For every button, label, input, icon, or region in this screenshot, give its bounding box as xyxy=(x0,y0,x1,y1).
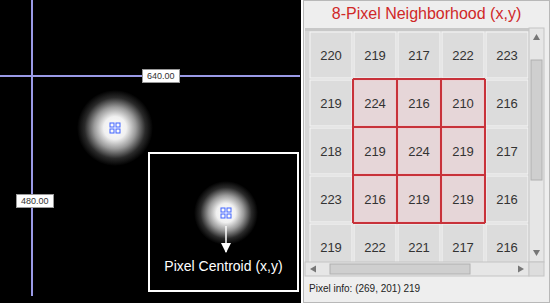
pointer-arrow xyxy=(225,226,227,252)
status-text: Pixel info: (269, 201) 219 xyxy=(309,283,420,295)
scroll-arrow xyxy=(518,266,524,273)
scroll-arrow xyxy=(533,250,540,256)
pixel-cell xyxy=(354,224,396,262)
pixel-cell xyxy=(398,176,440,222)
pixel-cell xyxy=(486,176,528,222)
pixel-value: 224 xyxy=(364,96,386,111)
pixel-cell xyxy=(442,80,484,126)
neighborhood-outline xyxy=(353,174,485,176)
marker-square xyxy=(116,123,120,127)
pixel-value: 216 xyxy=(496,240,518,255)
marker-square xyxy=(227,214,231,218)
pixel-value: 219 xyxy=(452,192,474,207)
pixel-value: 219 xyxy=(364,144,386,159)
pixel-cell xyxy=(310,80,352,126)
pixel-cell xyxy=(354,176,396,222)
marker-square xyxy=(221,214,225,218)
coordinate-box: 640.00 xyxy=(142,69,180,83)
pixel-value: 217 xyxy=(408,48,430,63)
pixel-cell xyxy=(310,224,352,262)
pixel-cell xyxy=(442,224,484,262)
pixel-value: 219 xyxy=(364,48,386,63)
pixel-cell xyxy=(310,176,352,222)
scrollbar-thumb xyxy=(330,264,470,274)
pixel-cell xyxy=(442,128,484,174)
neighborhood-outline xyxy=(440,79,442,223)
neighborhood-outline xyxy=(484,79,486,223)
pixel-cell xyxy=(354,128,396,174)
neighborhood-outline xyxy=(352,79,354,223)
scrollbar xyxy=(529,28,544,262)
scroll-arrow xyxy=(310,266,316,273)
pixel-cell xyxy=(354,32,396,78)
panel-title: 8-Pixel Neighborhood (x,y) xyxy=(303,5,550,23)
pixel-cell xyxy=(310,128,352,174)
marker-square xyxy=(110,123,114,127)
pixel-value: 216 xyxy=(496,96,518,111)
pixel-value: 221 xyxy=(408,240,430,255)
pixel-value: 222 xyxy=(452,48,474,63)
pixel-value: 219 xyxy=(408,192,430,207)
light-spot xyxy=(77,90,153,166)
centroid-marker xyxy=(110,123,120,133)
camera-frame xyxy=(0,0,301,303)
pixel-value: 219 xyxy=(320,240,342,255)
scrollbar xyxy=(305,262,529,276)
crosshair-line xyxy=(31,0,33,296)
inset-ground xyxy=(148,152,299,292)
neighborhood-outline xyxy=(353,126,485,128)
pixel-cell xyxy=(310,32,352,78)
coordinate-box-text: 640.00 xyxy=(147,71,175,81)
marker-square xyxy=(110,129,114,133)
pixel-value: 219 xyxy=(452,144,474,159)
pixel-value: 216 xyxy=(408,96,430,111)
pixel-cell xyxy=(486,128,528,174)
pixel-cell xyxy=(486,80,528,126)
pixel-value: 223 xyxy=(496,48,518,63)
neighborhood-outline xyxy=(353,222,485,224)
pixel-value: 219 xyxy=(320,96,342,111)
pixel-cell xyxy=(398,128,440,174)
coordinate-box-text: 480.00 xyxy=(21,196,49,206)
marker-square xyxy=(116,129,120,133)
neighborhood-outline xyxy=(396,79,398,223)
pixel-cell xyxy=(442,32,484,78)
pixel-value: 216 xyxy=(496,192,518,207)
scrollbar-corner xyxy=(529,262,544,276)
neighborhood-outline xyxy=(353,78,485,80)
pixel-value: 217 xyxy=(496,144,518,159)
centroid-marker xyxy=(221,208,231,218)
scroll-arrow xyxy=(533,34,540,40)
coordinate-box: 480.00 xyxy=(16,194,54,208)
pixel-value: 224 xyxy=(408,144,430,159)
grid-edge xyxy=(305,28,529,31)
inset-panel-text: Pixel Centroid (x,y) xyxy=(150,258,297,274)
pixel-cell xyxy=(398,224,440,262)
pixel-cell xyxy=(486,224,528,262)
pixel-grid xyxy=(305,28,529,262)
pixel-cell xyxy=(442,176,484,222)
scrollbar-thumb xyxy=(531,60,542,180)
pixel-value: 222 xyxy=(364,240,386,255)
pixel-cell xyxy=(486,32,528,78)
marker-square xyxy=(221,208,225,212)
viewer-window xyxy=(304,1,550,303)
inset-panel: Pixel Centroid (x,y) xyxy=(148,152,299,292)
pixel-cell xyxy=(398,80,440,126)
pixel-value: 210 xyxy=(452,96,474,111)
pixel-value: 216 xyxy=(364,192,386,207)
pixel-value: 218 xyxy=(320,144,342,159)
pixel-value: 217 xyxy=(452,240,474,255)
pixel-cell xyxy=(398,32,440,78)
pixel-value: 223 xyxy=(320,192,342,207)
pixel-cell xyxy=(354,80,396,126)
marker-square xyxy=(227,208,231,212)
pixel-value: 220 xyxy=(320,48,342,63)
